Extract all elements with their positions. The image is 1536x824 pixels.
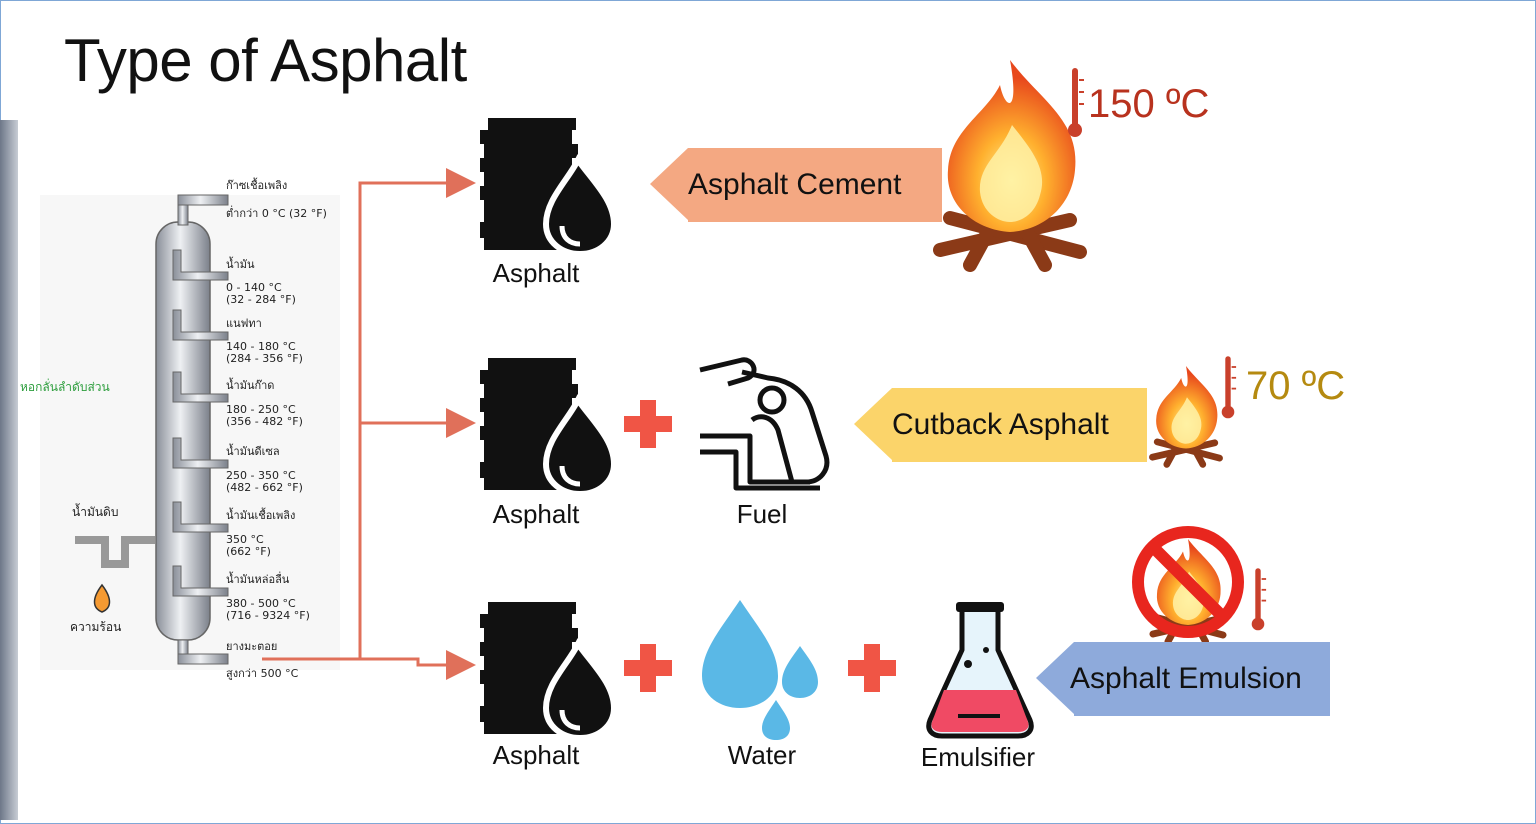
fraction-range: (32 - 284 °F) [226,293,296,306]
water-label: Water [727,740,797,770]
banner-label: Asphalt Cement [688,168,902,201]
banner-tip [650,148,688,220]
fraction-range: 380 - 500 °C [226,597,296,610]
plus-icon [848,644,896,692]
fraction-range: (662 °F) [226,545,271,558]
fraction-name: ยางมะตอย [226,640,277,653]
barrel-drop-icon [480,118,614,254]
fraction-range: ต่ำกว่า 0 °C (32 °F) [226,205,327,220]
flask-icon [926,602,1034,739]
heat-label: ความร้อน [70,620,121,634]
plus-icon [624,644,672,692]
banner-cutback-asphalt: Cutback Asphalt [892,388,1147,462]
fraction-name: แนฟทา [226,317,262,330]
banner-asphalt-emulsion: Asphalt Emulsion [1070,642,1330,716]
banner-label: Cutback Asphalt [892,408,1109,441]
temp-warm: 70 ºC [1246,364,1346,408]
fraction-range: (716 - 9324 °F) [226,609,310,622]
banner-asphalt-cement: Asphalt Cement [688,148,942,222]
fraction-range: (482 - 662 °F) [226,481,303,494]
column-side-label: หอกลั่นลำดับส่วน [20,378,110,394]
asphalt-label: Asphalt [492,258,580,288]
no-fire-icon [1132,526,1244,642]
banner-label: Asphalt Emulsion [1070,662,1302,695]
banner-tip [854,388,892,460]
fraction-name: น้ำมันดีเซล [226,443,280,458]
campfire-icon [1152,366,1219,464]
banner-tip [1036,642,1074,714]
campfire-icon [940,60,1080,265]
fraction-range: (356 - 482 °F) [226,415,303,428]
fraction-range: 180 - 250 °C [226,403,296,416]
fraction-range: 0 - 140 °C [226,281,282,294]
temp-hot: 150 ºC [1088,82,1210,126]
water-drops-icon [702,600,818,740]
fraction-name: น้ำมันเชื้อเพลิง [226,507,295,522]
plus-icon [624,400,672,448]
fraction-name: น้ำมัน [226,256,255,271]
page-title: Type of Asphalt [64,27,467,94]
barrel-drop-icon [480,358,614,494]
flow-arrows [262,168,476,680]
distillation-column: ก๊าซเชื้อเพลิง ต่ำกว่า 0 °C (32 °F) น้ำม… [20,177,340,680]
crude-oil-label: น้ำมันดิบ [72,503,118,519]
fraction-range: 250 - 350 °C [226,469,296,482]
fuel-nozzle-icon [699,357,830,491]
fraction-name: ก๊าซเชื้อเพลิง [226,177,287,192]
fraction-range: 350 °C [226,533,264,546]
fraction-range: (284 - 356 °F) [226,352,303,365]
slide-edge-bar [0,120,18,820]
thermometer-icon [1220,355,1237,420]
asphalt-label: Asphalt [492,499,580,529]
fraction-range: สูงกว่า 500 °C [226,667,299,680]
thermometer-icon [1250,567,1267,632]
fraction-name: น้ำมันหล่อลื่น [226,571,290,586]
asphalt-label: Asphalt [492,740,580,770]
thermometer-icon [1067,67,1085,138]
fraction-name: น้ำมันก๊าด [226,377,274,392]
barrel-drop-icon [480,602,614,738]
fraction-range: 140 - 180 °C [226,340,296,353]
fuel-label: Fuel [736,499,788,529]
emulsifier-label: Emulsifier [920,742,1036,772]
